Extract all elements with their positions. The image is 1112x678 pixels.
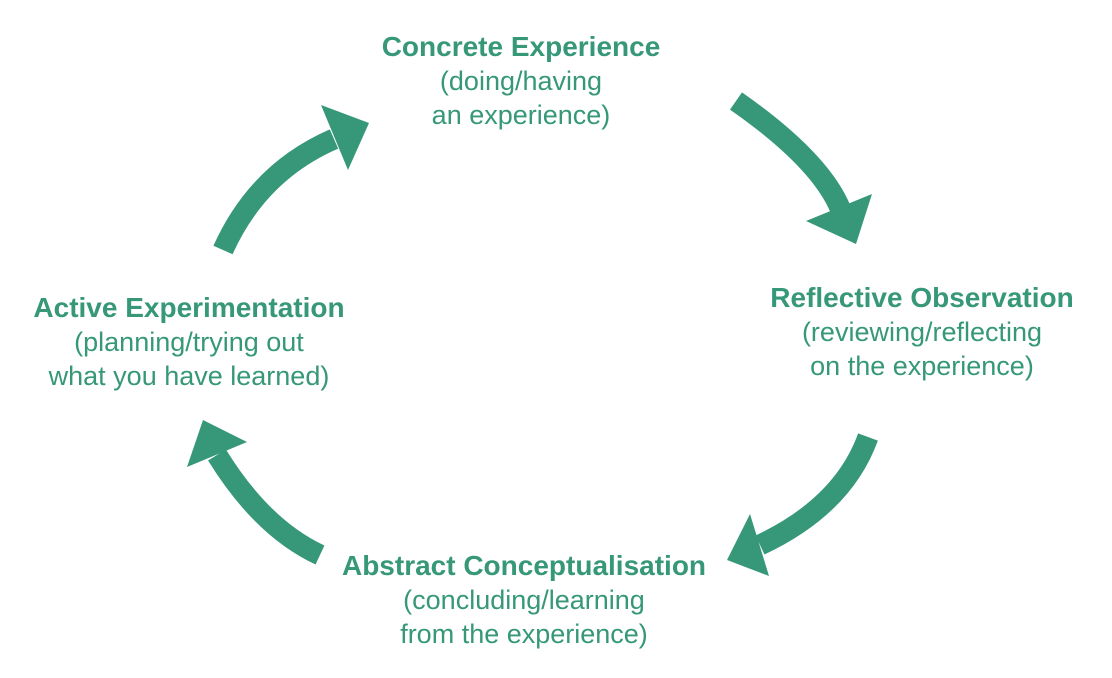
node-reflective-observation: Reflective Observation (reviewing/reflec… [770,281,1073,383]
node-active-experimentation-title: Active Experimentation [33,292,345,323]
arrow-active-to-concrete-icon [213,105,369,255]
node-concrete-experience-subtitle-line1: (doing/having [439,66,603,96]
arrow-abstract-to-active-icon [187,420,325,565]
node-abstract-conceptualisation-subtitle-line2: from the experience) [400,619,648,649]
node-active-experimentation-subtitle-line2: what you have learned) [48,361,330,391]
node-reflective-observation-subtitle-line1: (reviewing/reflecting [801,317,1043,347]
arrow-concrete-to-reflective-icon [729,92,872,244]
node-concrete-experience-title: Concrete Experience [381,31,661,62]
node-concrete-experience-subtitle-line2: an experience) [431,100,611,130]
node-abstract-conceptualisation-title: Abstract Conceptualisation [341,550,707,581]
arrow-reflective-to-abstract-icon [727,433,878,576]
node-reflective-observation-subtitle-line2: on the experience) [810,351,1034,381]
node-abstract-conceptualisation-subtitle-line1: (concluding/learning [403,585,645,615]
node-abstract-conceptualisation: Abstract Conceptualisation (concluding/l… [342,549,706,651]
node-active-experimentation-subtitle-line1: (planning/trying out [74,327,304,357]
node-concrete-experience: Concrete Experience (doing/having an exp… [382,30,661,132]
node-active-experimentation: Active Experimentation (planning/trying … [33,291,344,393]
node-reflective-observation-title: Reflective Observation [770,282,1074,313]
